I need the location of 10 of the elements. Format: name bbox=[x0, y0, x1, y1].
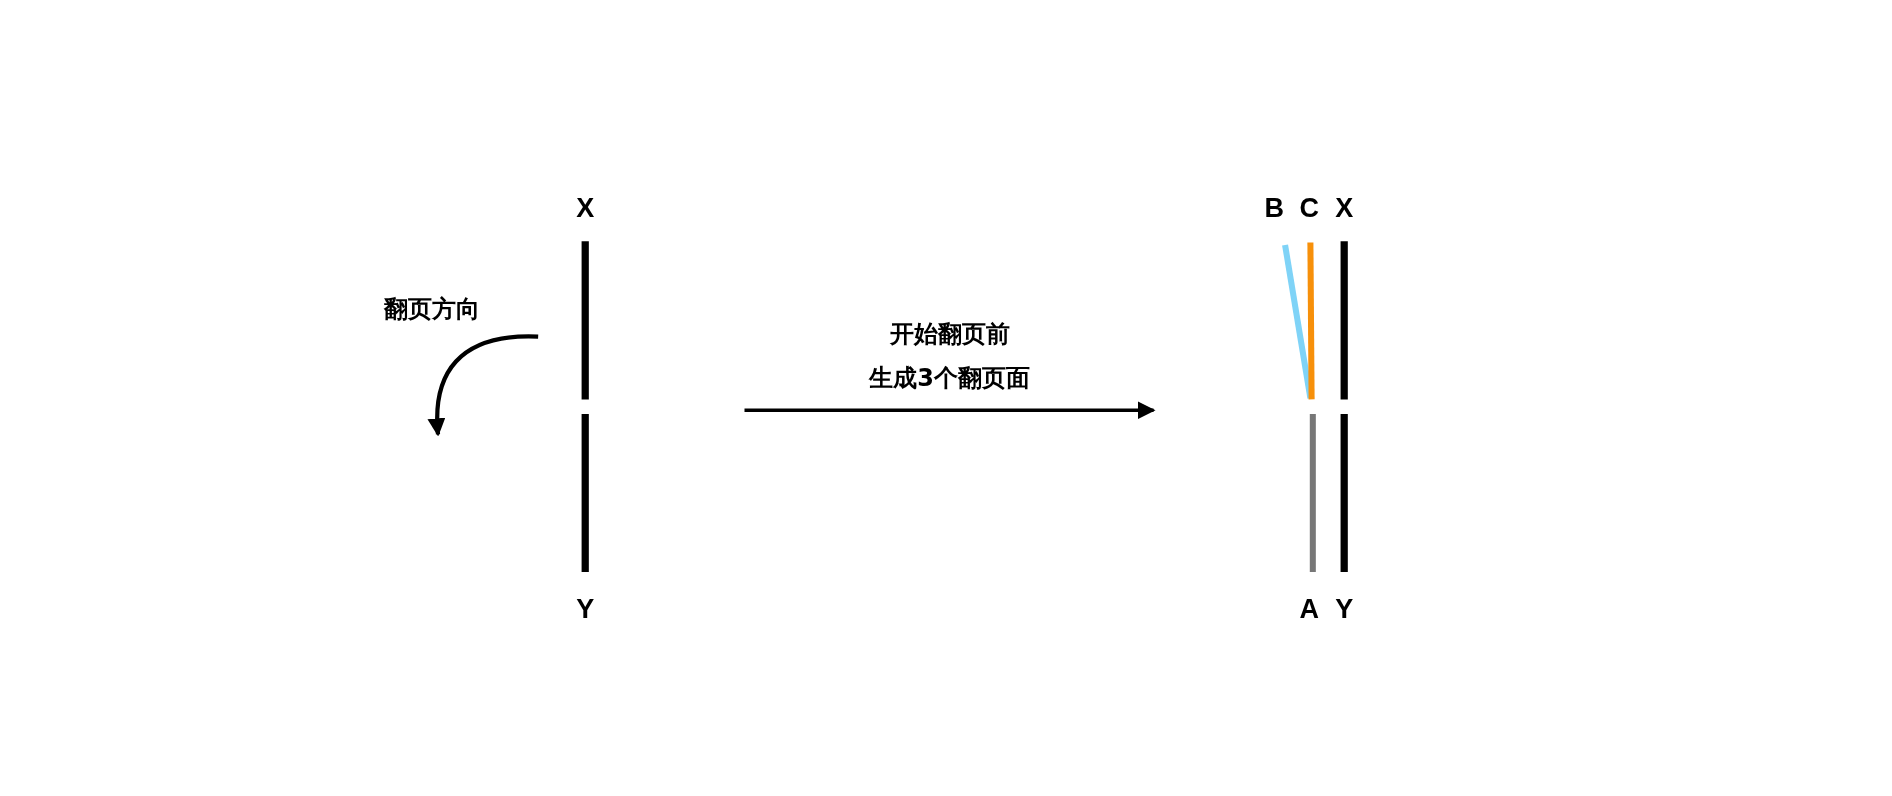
line-label: C bbox=[1299, 194, 1319, 222]
line-label: B bbox=[1264, 194, 1284, 222]
axis-label: Y bbox=[1335, 595, 1354, 623]
axis-label: X bbox=[1335, 194, 1354, 222]
line-label: A bbox=[1299, 595, 1319, 623]
axis-label: Y bbox=[576, 595, 595, 623]
arrow-label: 开始翻页前 bbox=[889, 322, 1010, 347]
axis-label: X bbox=[576, 194, 595, 222]
direction-label: 翻页方向 bbox=[383, 296, 480, 321]
arrow-label: 生成3个翻页面 bbox=[869, 365, 1030, 390]
